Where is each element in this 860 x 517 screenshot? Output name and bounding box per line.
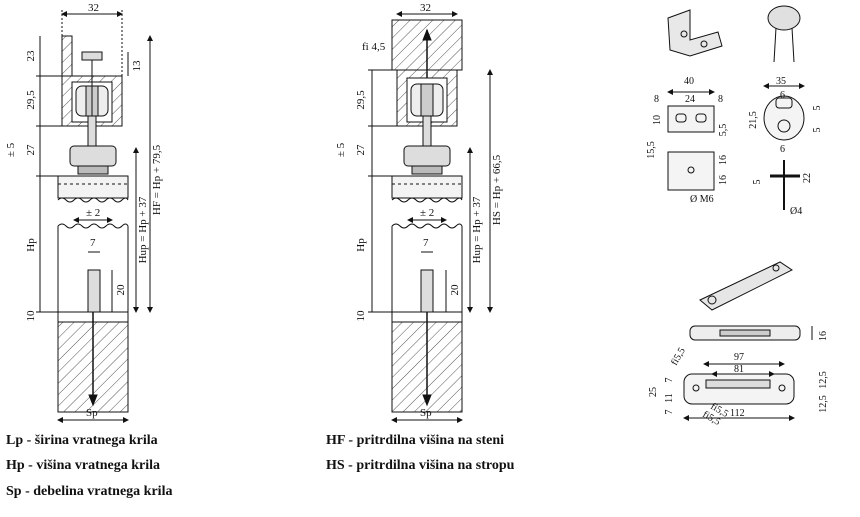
mid-dim-7: 7 <box>423 237 429 249</box>
middle-dimension-labels: 32 fi 4,5 29,5 ± 5 27 HS = Hp + 66,5 Hup… <box>335 2 503 419</box>
dim-7a: 7 <box>664 378 675 383</box>
middle-assembly <box>368 11 493 423</box>
dim-24: 24 <box>685 94 695 105</box>
dim-d4: Ø4 <box>790 206 802 217</box>
left-dim-29-5: 29,5 <box>25 90 37 110</box>
guide-pin-3d <box>767 5 801 31</box>
mid-dim-pm5: ± 5 <box>335 142 347 157</box>
mid-dim-29-5: 29,5 <box>355 90 367 110</box>
bracket-side <box>667 151 715 191</box>
mid-dim-hp: Hp <box>355 238 367 252</box>
dim-6b: 6 <box>780 144 785 155</box>
left-assembly <box>36 10 153 423</box>
left-dimension-labels: 32 23 13 29,5 ± 5 27 HF = Hp + 79,5 Hup … <box>5 2 163 419</box>
dim-8b: 8 <box>718 94 723 105</box>
dim-12-5a: 12,5 <box>818 371 829 389</box>
floor-guide-top <box>683 373 795 405</box>
dim-97: 97 <box>734 352 744 363</box>
dim-12-5b: 12,5 <box>818 395 829 413</box>
bracket-3d <box>667 9 723 57</box>
door-top-plate <box>57 175 129 199</box>
wall-bracket <box>61 35 73 77</box>
left-dim-20: 20 <box>115 284 127 296</box>
dim-m6: Ø M6 <box>690 194 714 205</box>
dim-16: 16 <box>718 155 729 165</box>
bracket-front <box>667 105 715 133</box>
legend-hf: HF - pritrdilna višina na steni <box>326 433 505 448</box>
left-dim-10: 10 <box>25 310 37 322</box>
left-width-32: 32 <box>88 2 99 14</box>
pin-top-view <box>763 95 805 141</box>
floor-guide <box>87 269 101 313</box>
dim-112: 112 <box>730 408 745 419</box>
left-dim-pm5: ± 5 <box>5 142 17 157</box>
mid-dim-sp: Sp <box>420 407 432 419</box>
dim-15-5: 15,5 <box>646 141 657 159</box>
legend-hs: HS - pritrdilna višina na stropu <box>326 458 515 473</box>
mid-dim-20: 20 <box>449 284 461 296</box>
dim-10: 10 <box>652 115 663 125</box>
dim-16b: 16 <box>718 175 729 185</box>
floor-guide-mid <box>420 269 434 313</box>
left-dim-23: 23 <box>25 50 37 62</box>
dim-5c: 5 <box>752 180 763 185</box>
dim-35: 35 <box>776 76 786 87</box>
door-top-plate-mid <box>391 175 463 199</box>
right-details <box>667 5 813 421</box>
dim-8a: 8 <box>654 94 659 105</box>
left-dim-27: 27 <box>25 144 37 156</box>
mid-dim-pm2: ± 2 <box>420 207 434 219</box>
dim-5a: 5 <box>812 106 823 111</box>
dim-21-5: 21,5 <box>748 111 759 129</box>
mid-dim-fi: fi 4,5 <box>362 41 386 53</box>
legend-sp: Sp - debelina vratnega krila <box>6 484 173 499</box>
left-dim-hup: Hup = Hp + 37 <box>137 196 149 263</box>
hanger-nut-mid <box>403 145 451 167</box>
dim-fi5-5a: fi5,5 <box>669 346 688 368</box>
mid-dim-27: 27 <box>355 144 367 156</box>
dim-11: 11 <box>664 393 675 403</box>
legend-hp: Hp - višina vratnega krila <box>6 458 161 473</box>
left-dim-hf: HF = Hp + 79,5 <box>151 144 163 215</box>
dim-7b: 7 <box>664 410 675 415</box>
left-dim-pm2: ± 2 <box>86 207 100 219</box>
dim-81: 81 <box>734 364 744 375</box>
dim-5-5: 5,5 <box>718 124 729 137</box>
mid-dim-10: 10 <box>355 310 367 322</box>
mid-dim-hs: HS = Hp + 66,5 <box>491 154 503 225</box>
dim-25: 25 <box>648 387 659 397</box>
hanger-nut <box>69 145 117 167</box>
left-dim-sp: Sp <box>86 407 98 419</box>
left-dim-13: 13 <box>131 60 143 72</box>
dim-22: 22 <box>802 173 813 183</box>
left-dim-7: 7 <box>90 237 96 249</box>
mid-dim-hup: Hup = Hp + 37 <box>471 196 483 263</box>
dim-5b: 5 <box>812 128 823 133</box>
floor-guide-3d <box>699 261 793 311</box>
top-bolt <box>81 51 103 61</box>
mid-width-32: 32 <box>420 2 431 14</box>
legend-lp: Lp - širina vratnega krila <box>6 433 158 448</box>
dim-16c: 16 <box>818 331 829 341</box>
dim-6a: 6 <box>780 90 785 101</box>
dim-40: 40 <box>684 76 694 87</box>
left-dim-hp: Hp <box>25 238 37 252</box>
